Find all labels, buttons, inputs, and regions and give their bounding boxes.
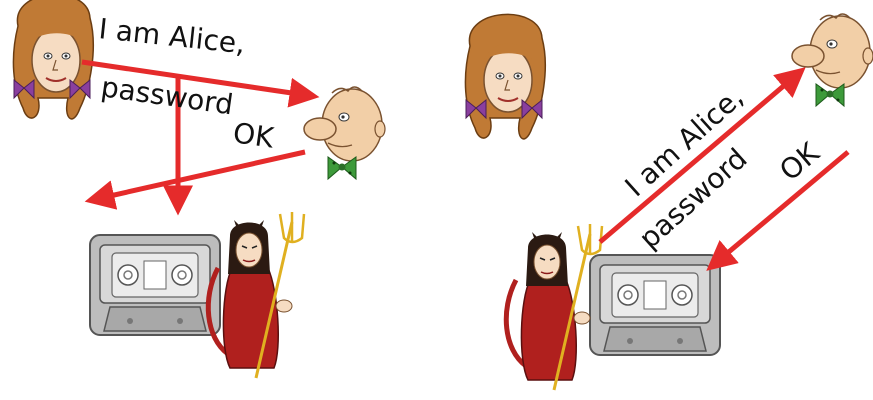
alice-icon [13, 0, 93, 119]
bob-icon [792, 14, 873, 106]
bob-icon [304, 87, 385, 179]
trudy-icon [208, 212, 304, 378]
reply-label: OK [231, 116, 276, 154]
message-line2: password [99, 70, 235, 121]
cassette-recorder-icon [90, 235, 220, 335]
trudy-icon [506, 224, 602, 390]
left-scene: I am Alice, password OK [13, 0, 385, 378]
message-line1: I am Alice, [97, 12, 246, 60]
cassette-recorder-icon [590, 255, 720, 355]
right-scene: I am Alice, password OK [465, 14, 873, 390]
alice-icon [465, 14, 545, 138]
ok-reply-arrow [92, 152, 305, 200]
